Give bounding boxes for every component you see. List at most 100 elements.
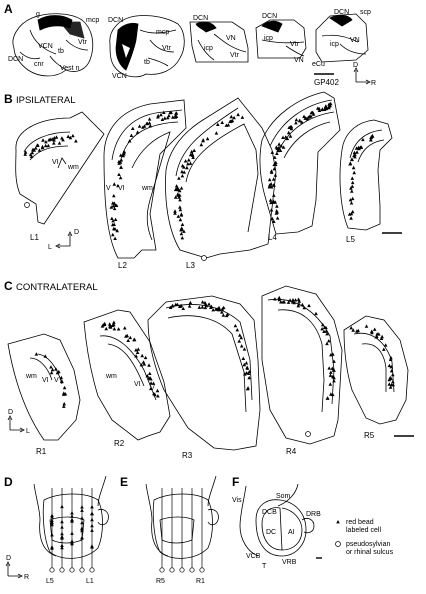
labeled-cell-marker [352,170,356,175]
legend-label-circle-1: pseudosylvian [346,541,390,548]
label-dcn: DCN [8,56,23,63]
labeled-cell-marker [177,176,181,180]
labeled-cell-marker [183,159,188,163]
panel-letter-c: C [4,279,13,293]
compass-d-right: R [24,574,29,581]
label-vest-n: Vest n [60,65,80,72]
labeled-cell-marker [350,196,355,201]
label-ai: AI [288,529,295,536]
label-vi: VI [52,159,59,166]
compass-c-right: L [26,428,30,435]
labeled-cell-marker [350,176,355,180]
labeled-cell-marker [159,112,163,117]
labeled-cell-marker [236,112,240,117]
labeled-cell-marker [314,311,318,316]
labeled-cell-marker [288,298,292,302]
labeled-cell-marker [185,165,189,170]
labeled-cell-marker [174,184,179,188]
panel-letter-a: A [4,2,13,16]
case-id: GP402 [314,78,339,87]
sulcus-marker [199,567,205,573]
labeled-cell-marker [66,134,70,138]
d-line-label-l1: L1 [86,578,94,585]
labeled-cell-marker [220,120,224,124]
label-vcn-2: VCN [112,73,127,80]
labeled-cell-marker [221,313,226,317]
section-label-l4: L4 [268,233,277,242]
compass-b [55,231,73,249]
label-vi-r2: VI [134,381,141,388]
legend-label-circle-2: or rhinal sulcus [346,549,394,556]
compass-c-up: D [8,409,13,416]
label-dc: DC [266,529,276,536]
label-dcn-3: DCN [193,15,208,22]
label-v-r2: V [150,385,155,392]
panel-d-outline [33,475,109,559]
panel-f-outline [239,483,315,557]
labeled-cell-marker [180,222,185,226]
sulcus-marker [179,567,185,573]
labeled-cell-marker [188,161,193,165]
label-t: T [262,563,267,570]
compass-a-right: R [371,80,376,87]
sulcus-marker [189,567,195,573]
labeled-cell-marker [201,138,205,142]
labeled-cell-marker [349,201,354,205]
labeled-cell-marker [272,183,276,187]
labeled-cell-marker [70,511,74,515]
labeled-cell-marker [207,302,211,306]
section-r5 [343,315,409,425]
label-mcp: mcp [86,17,99,24]
labeled-cell-marker [112,193,116,198]
compass-c [7,415,25,433]
labeled-cell-marker [147,363,151,367]
panel-a-section-4 [255,19,307,59]
label-tb-2: tb [144,59,150,66]
labeled-cell-marker [129,133,134,137]
label-som: Som [276,493,291,500]
labeled-cell-marker [267,177,272,182]
labeled-cell-marker [324,329,329,333]
labeled-cell-marker [60,519,64,524]
label-dcn-5: DCN [334,9,349,16]
panel-e: E R5 R1 [120,475,219,585]
labeled-cell-marker [34,352,39,356]
panel-letter-e: E [120,475,128,489]
labeled-cell-marker [147,121,152,125]
label-vn-5: VN [350,37,360,44]
labeled-cell-marker [46,143,51,148]
labeled-cell-marker [246,386,250,390]
labeled-cell-marker [60,543,64,547]
label-vrb: VRB [282,559,297,566]
legend-label-triangle-1: red bead [346,519,374,526]
panel-a-section-3 [189,21,249,63]
labeled-cell-marker [57,141,62,145]
compass-b-left: L [48,244,52,251]
label-dcn-4: DCN [262,13,277,20]
label-vtr-4: Vtr [290,41,300,48]
panel-b-heading: IPSILATERAL [16,95,76,106]
labeled-cell-marker [352,150,357,155]
label-scp: scp [360,9,371,16]
labeled-cell-marker [41,138,45,142]
labeled-cell-marker [192,148,196,152]
label-vn-3: VN [226,35,236,42]
labeled-cell-marker [307,303,311,308]
labeled-cell-marker [270,150,275,154]
labeled-cell-marker [131,126,135,130]
labeled-cell-marker [186,162,190,166]
labeled-cell-marker [350,180,355,185]
labeled-cell-marker [244,361,249,365]
sulcus-marker [169,567,175,573]
labeled-cell-marker [90,528,94,532]
labeled-cell-marker [217,305,221,310]
labeled-cell-marker [179,186,184,190]
panel-c: C CONTRALATERAL wm VI V R1 D L wm VI V R… [4,279,414,460]
labeled-cell-marker [148,371,152,375]
labeled-cell-marker [382,347,386,351]
labeled-cell-marker [269,208,274,212]
labeled-cell-marker [275,216,280,220]
section-l1 [15,111,105,225]
label-drb: DRB [306,511,321,518]
